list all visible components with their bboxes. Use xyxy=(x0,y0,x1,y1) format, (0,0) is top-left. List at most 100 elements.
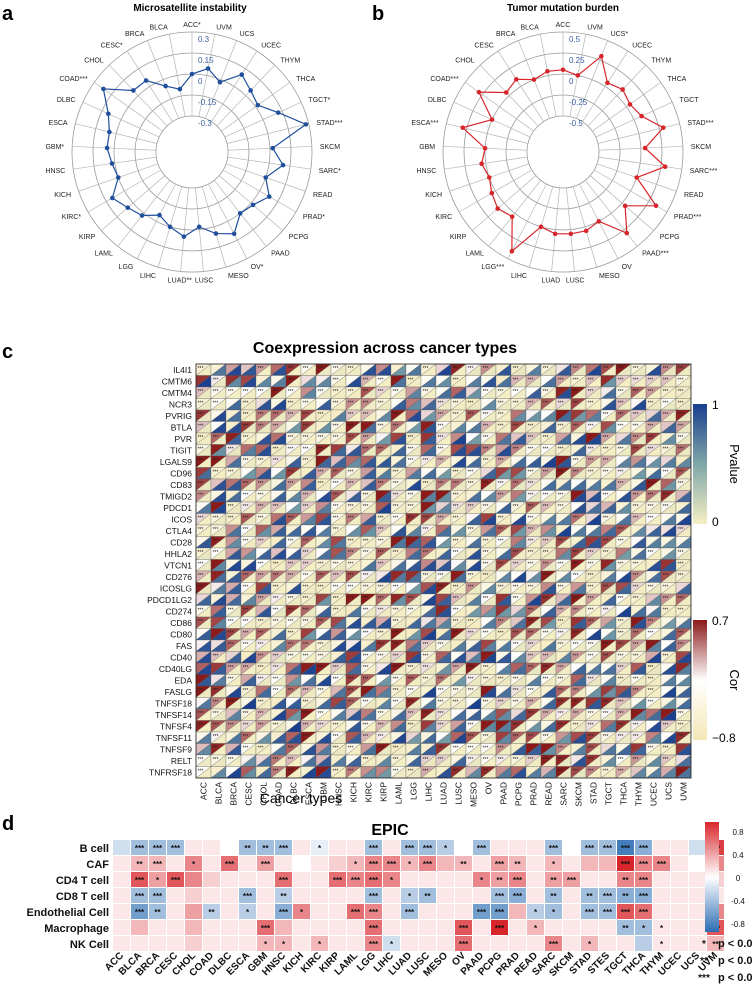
radar-point xyxy=(106,111,111,117)
epic-cell xyxy=(689,904,706,919)
significance-stars: * xyxy=(702,939,706,950)
coexp-significance: *** xyxy=(603,769,609,775)
coexp-significance: *** xyxy=(663,608,669,614)
coexp-significance: *** xyxy=(558,757,564,763)
coexp-significance: *** xyxy=(543,665,549,671)
coexp-significance: *** xyxy=(633,493,639,499)
radar-category-label: MESO xyxy=(599,273,620,280)
coexp-significance: *** xyxy=(408,769,414,775)
coexp-significance: *** xyxy=(318,665,324,671)
coexp-significance: *** xyxy=(273,389,279,395)
epic-cell xyxy=(545,920,562,935)
epic-significance: *** xyxy=(369,876,379,885)
coexp-significance: *** xyxy=(243,516,249,522)
coexp-significance: *** xyxy=(498,481,504,487)
coexp-significance: *** xyxy=(663,378,669,384)
epic-significance: *** xyxy=(279,844,289,853)
coexp-significance: *** xyxy=(198,366,204,372)
epic-significance: ** xyxy=(550,892,557,901)
radar-category-label: STAD*** xyxy=(687,120,714,127)
coexp-significance: *** xyxy=(393,481,399,487)
radar-category-label: UCEC xyxy=(632,42,652,49)
radar-point xyxy=(104,145,110,151)
coexp-row-label: VTCN1 xyxy=(164,560,192,570)
coexp-significance: *** xyxy=(258,665,264,671)
coexp-significance: *** xyxy=(498,493,504,499)
coexp-significance: *** xyxy=(648,435,654,441)
radar-category-label: PCPG xyxy=(289,234,309,241)
coexp-significance: *** xyxy=(543,493,549,499)
radar-category-label: GBM xyxy=(419,144,435,151)
coexp-significance: *** xyxy=(483,746,489,752)
coexp-significance: *** xyxy=(558,539,564,545)
coexp-significance: *** xyxy=(363,412,369,418)
radar-spoke xyxy=(168,34,186,117)
epic-significance: *** xyxy=(135,908,145,917)
coexp-significance: *** xyxy=(558,619,564,625)
epic-significance: *** xyxy=(549,844,559,853)
epic-cell xyxy=(311,856,328,871)
epic-cell xyxy=(671,920,688,935)
coexp-significance: *** xyxy=(633,389,639,395)
coexp-significance: *** xyxy=(348,550,354,556)
coexp-significance: *** xyxy=(498,516,504,522)
coexp-significance: *** xyxy=(633,562,639,568)
coexp-significance: *** xyxy=(348,504,354,510)
radar-point xyxy=(280,162,286,168)
epic-significance: *** xyxy=(171,844,181,853)
coexp-significance: *** xyxy=(378,527,384,533)
epic-cell xyxy=(509,904,526,919)
coexp-significance: *** xyxy=(333,769,339,775)
coexp-significance: *** xyxy=(408,596,414,602)
epic-cell xyxy=(509,920,526,935)
epic-cell xyxy=(131,920,148,935)
coexp-significance: *** xyxy=(573,631,579,637)
coexp-significance: *** xyxy=(618,631,624,637)
coexp-significance: *** xyxy=(258,596,264,602)
coexp-significance: *** xyxy=(573,366,579,372)
coexp-significance: *** xyxy=(633,642,639,648)
coexp-significance: *** xyxy=(453,366,459,372)
coexp-significance: *** xyxy=(678,378,684,384)
coexp-significance: *** xyxy=(678,481,684,487)
pvalue-title: Pvalue xyxy=(727,444,742,484)
coexp-significance: *** xyxy=(678,642,684,648)
epic-cell xyxy=(239,920,256,935)
coexp-significance: *** xyxy=(243,711,249,717)
coexp-significance: *** xyxy=(363,378,369,384)
epic-significance: *** xyxy=(369,860,379,869)
coexp-significance: *** xyxy=(558,470,564,476)
coexp-significance: *** xyxy=(258,424,264,430)
epic-significance: *** xyxy=(279,908,289,917)
coexp-significance: *** xyxy=(678,412,684,418)
coexp-significance: *** xyxy=(438,412,444,418)
coexp-significance: *** xyxy=(543,366,549,372)
coexp-significance: *** xyxy=(198,769,204,775)
radar-spoke xyxy=(75,123,158,144)
coexp-significance: *** xyxy=(543,447,549,453)
panel-b-title: Tumor mutation burden xyxy=(507,3,619,14)
coexp-significance: *** xyxy=(513,378,519,384)
cor-min: −0.8 xyxy=(712,731,736,745)
coexp-significance: *** xyxy=(453,539,459,545)
radar-point xyxy=(109,161,115,166)
coexp-significance: *** xyxy=(468,734,474,740)
radar-category-label: LUSC xyxy=(195,277,214,284)
coexp-significance: *** xyxy=(453,608,459,614)
radar-category-label: READ xyxy=(313,192,332,199)
coexp-significance: *** xyxy=(678,573,684,579)
coexp-significance: *** xyxy=(333,746,339,752)
epic-colorbar-tick: -0.4 xyxy=(731,897,745,906)
coexp-significance: *** xyxy=(393,412,399,418)
radar-spoke xyxy=(208,183,248,259)
epic-significance: *** xyxy=(153,860,163,869)
coexp-significance: *** xyxy=(318,642,324,648)
radar-tick-label: 0.25 xyxy=(569,56,585,65)
coexp-significance: *** xyxy=(543,677,549,683)
coexp-col-label: BLCA xyxy=(214,782,224,805)
coexp-significance: *** xyxy=(573,700,579,706)
coexp-significance: *** xyxy=(198,516,204,522)
radar-spoke xyxy=(117,180,171,247)
coexp-row-label: CD83 xyxy=(170,480,192,490)
